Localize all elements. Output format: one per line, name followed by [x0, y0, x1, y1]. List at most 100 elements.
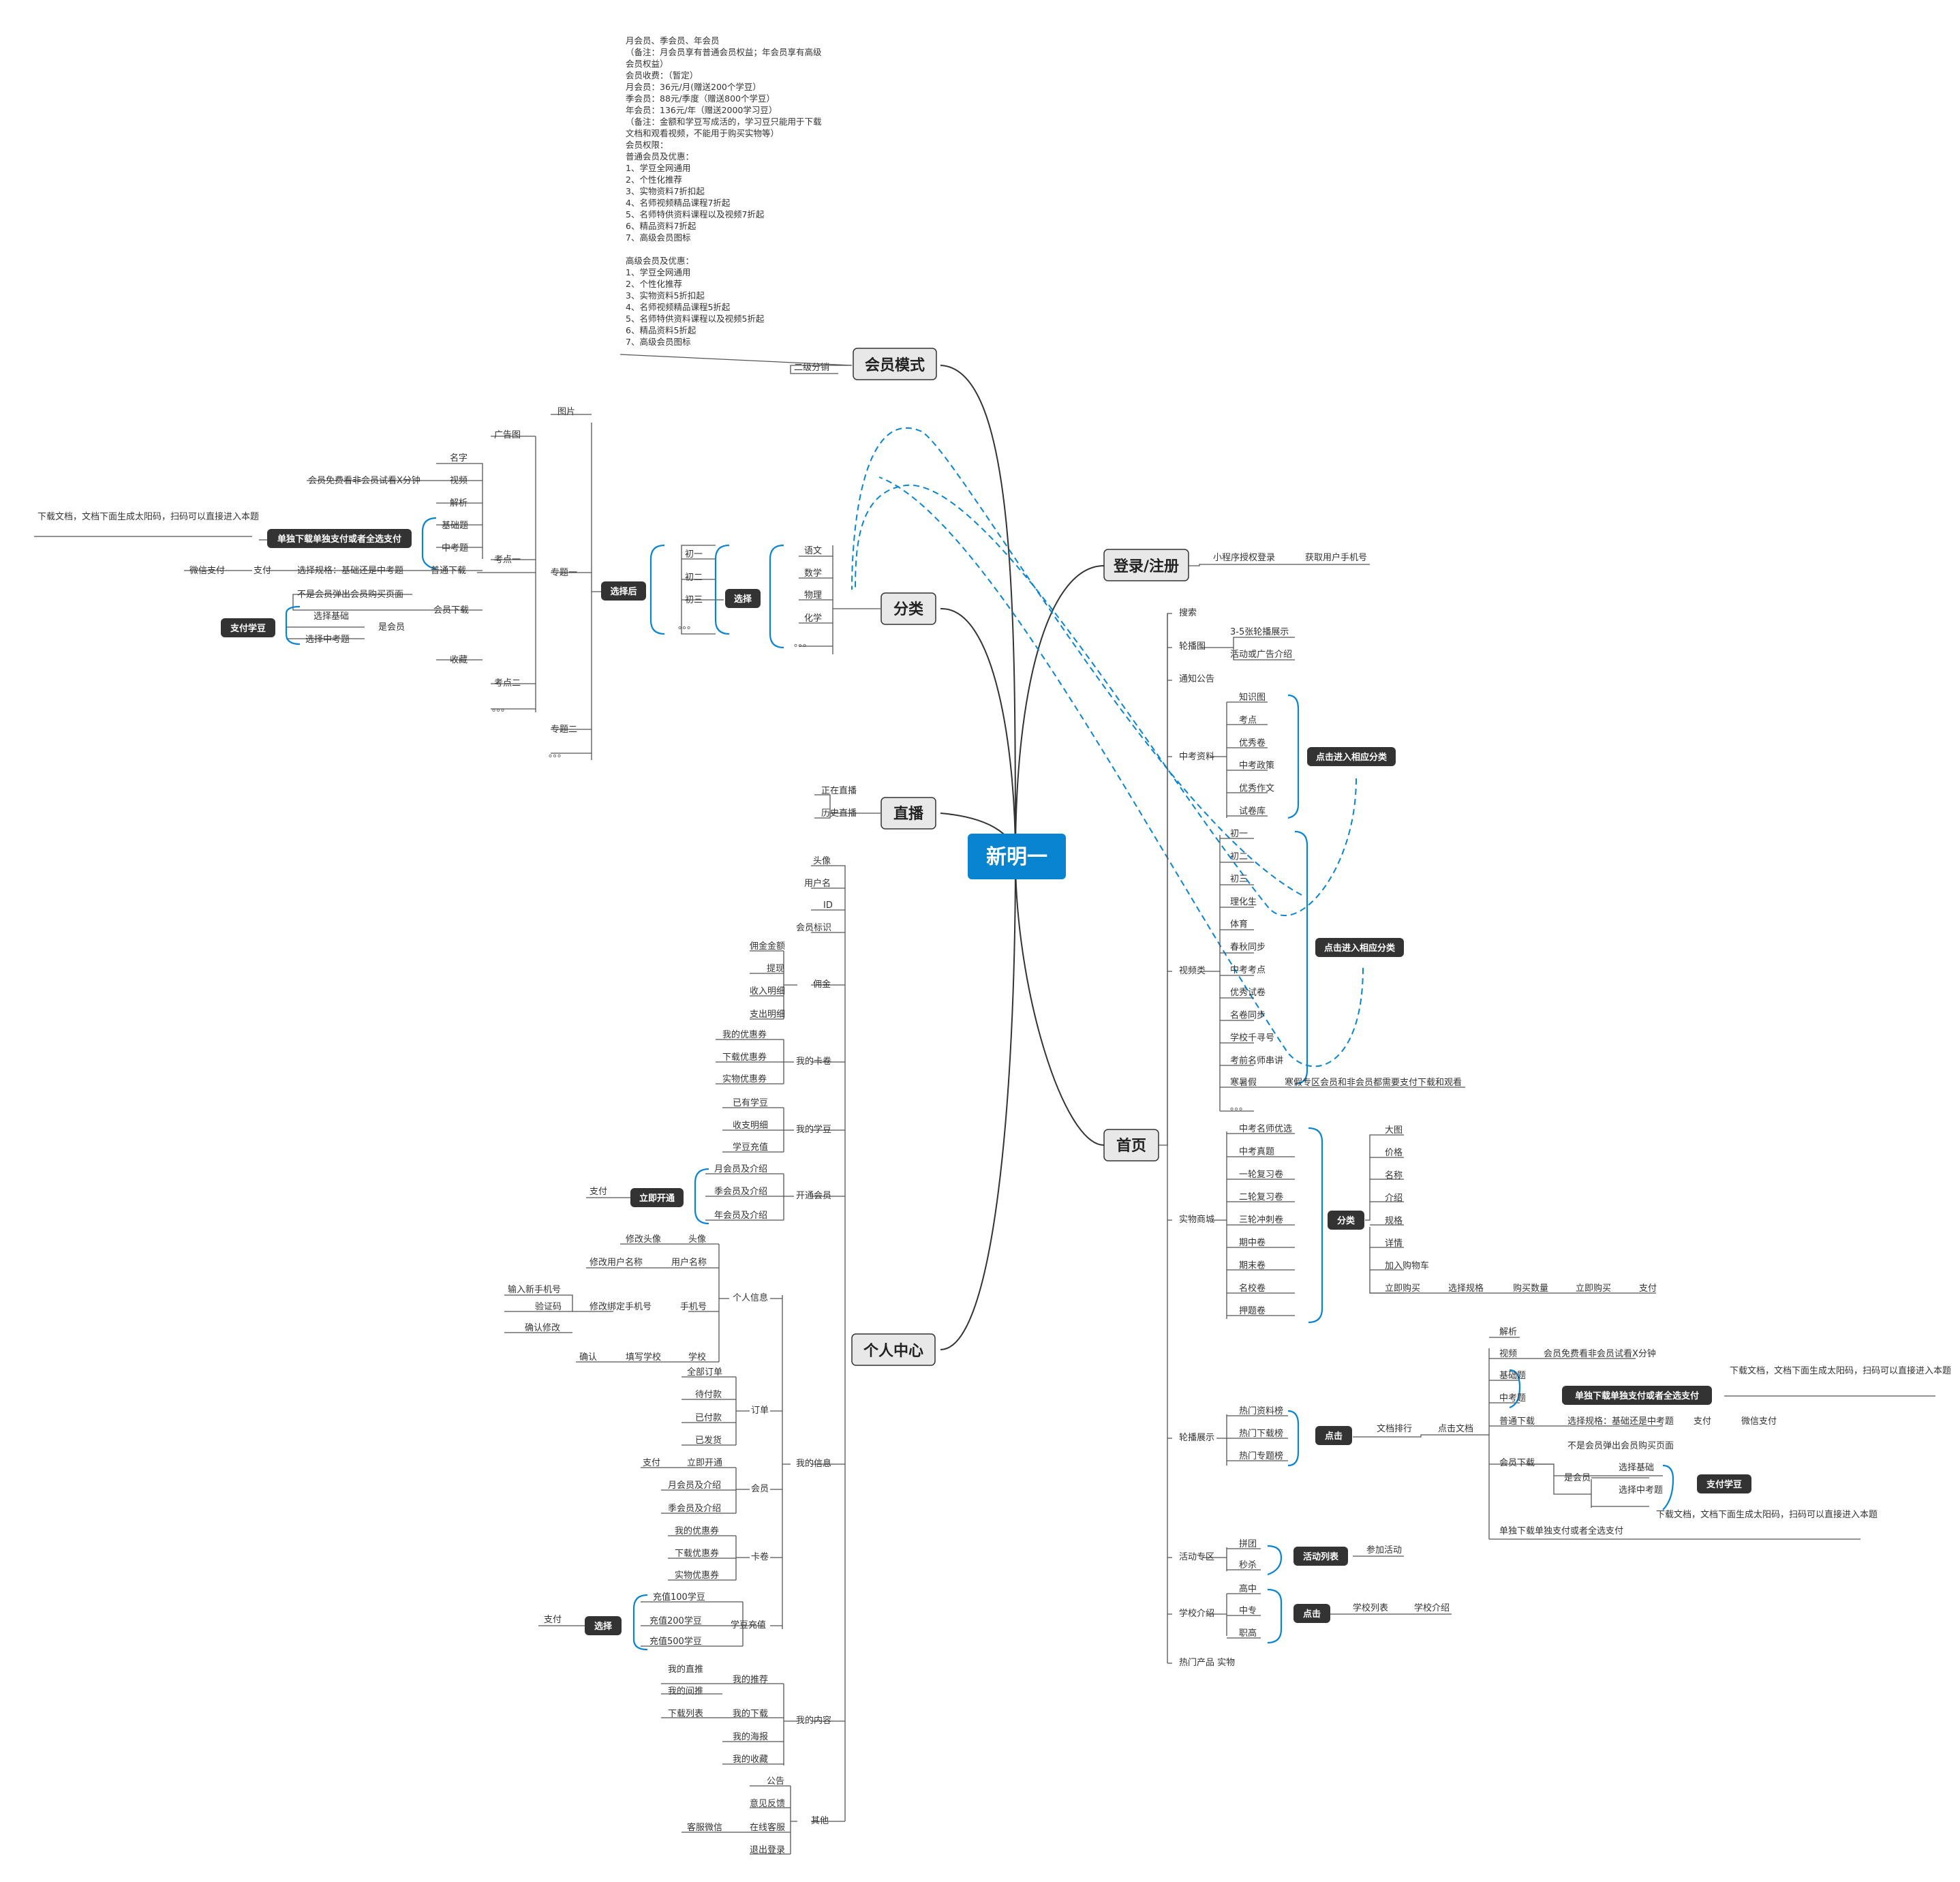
pc-change-username[interactable]: 修改用户名称 — [589, 1257, 643, 1268]
activity-group-buy[interactable]: 拼团 — [1239, 1539, 1257, 1549]
pc-school-confirm[interactable]: 确认 — [579, 1352, 597, 1363]
doc-single-2[interactable]: 单独下载单独支付或者全选支付 — [1499, 1526, 1623, 1536]
home-winter[interactable]: 寒暑假 — [1230, 1077, 1257, 1088]
pc-recharge-200[interactable]: 充值200学豆 — [649, 1615, 702, 1626]
classify-pill[interactable]: 分类 — [1328, 1211, 1364, 1230]
cat-choose-zhongkao[interactable]: 选择中考题 — [305, 635, 350, 645]
pc-coupons[interactable]: 我的卡卷 — [796, 1056, 831, 1067]
rank-item-2[interactable]: 热门下载榜 — [1239, 1428, 1283, 1439]
zk-item[interactable]: 试卷库 — [1239, 806, 1266, 817]
video-item[interactable]: 中考考点 — [1230, 965, 1266, 975]
mall-item[interactable]: 押题卷 — [1239, 1305, 1266, 1316]
doc-pay-beans-pill[interactable]: 支付学豆 — [1697, 1474, 1751, 1493]
live-history[interactable]: 历史直播 — [821, 808, 857, 819]
activity-flash-sale[interactable]: 秒杀 — [1239, 1560, 1257, 1570]
pc-logout[interactable]: 退出登录 — [750, 1845, 785, 1855]
video-item[interactable]: 初二 — [1230, 851, 1248, 862]
mall-item[interactable]: 二轮复习卷 — [1239, 1192, 1283, 1202]
school-vocational[interactable]: 职高 — [1239, 1628, 1257, 1639]
pc-download-list[interactable]: 下载列表 — [668, 1709, 703, 1719]
cat-pay-beans-pill[interactable]: 支付学豆 — [221, 618, 275, 637]
zk-item[interactable]: 优秀卷 — [1239, 738, 1266, 748]
pc-confirm-change[interactable]: 确认修改 — [525, 1323, 560, 1333]
pc-income[interactable]: 收入明细 — [750, 986, 785, 997]
school-intro[interactable]: 学校介绍 — [1414, 1603, 1450, 1613]
doc-zhongkao[interactable]: 中考题 — [1499, 1393, 1526, 1403]
mall-item[interactable]: 期末卷 — [1239, 1260, 1266, 1271]
buy-chain-item[interactable]: 立即购买 — [1576, 1283, 1611, 1294]
pc-member-year[interactable]: 年会员及介绍 — [714, 1211, 767, 1221]
subject-chinese[interactable]: 语文 — [804, 546, 822, 556]
pc-online-service[interactable]: 在线客服 — [750, 1822, 785, 1833]
home-rank-show[interactable]: 轮播展示 — [1179, 1433, 1214, 1443]
zk-item[interactable]: 知识图 — [1239, 692, 1266, 703]
doc-choose-zk[interactable]: 选择中考题 — [1619, 1485, 1663, 1496]
topic-category[interactable]: 分类 — [881, 592, 936, 625]
cat-video[interactable]: 视频 — [450, 476, 468, 486]
school-secondary[interactable]: 中专 — [1239, 1606, 1257, 1616]
topic-home[interactable]: 首页 — [1103, 1129, 1159, 1162]
doc-normal[interactable]: 普通下载 — [1499, 1416, 1535, 1427]
mall-item[interactable]: 一轮复习卷 — [1239, 1169, 1283, 1180]
pc-expense[interactable]: 支出明细 — [750, 1010, 785, 1020]
home-search[interactable]: 搜索 — [1179, 608, 1197, 618]
grade-2[interactable]: 初二 — [685, 573, 703, 583]
pc-beans[interactable]: 我的学豆 — [796, 1124, 831, 1135]
cat-member-download[interactable]: 会员下载 — [433, 605, 469, 616]
school-high[interactable]: 高中 — [1239, 1583, 1257, 1594]
mall-item[interactable]: 中考名师优选 — [1239, 1123, 1292, 1134]
school-list[interactable]: 学校列表 — [1353, 1603, 1388, 1613]
pc-beans-recharge[interactable]: 学豆充值 — [733, 1142, 768, 1153]
doc-analysis[interactable]: 解析 — [1499, 1327, 1517, 1337]
pc-indirect-recommend[interactable]: 我的间推 — [668, 1686, 703, 1697]
product-item[interactable]: 介绍 — [1385, 1194, 1403, 1204]
pc-coupon-download[interactable]: 下载优惠券 — [722, 1052, 767, 1063]
doc-choose-basic[interactable]: 选择基础 — [1619, 1463, 1654, 1473]
doc-video[interactable]: 视频 — [1499, 1349, 1517, 1359]
pc-member-pay[interactable]: 支付 — [643, 1458, 660, 1468]
live-now[interactable]: 正在直播 — [821, 786, 857, 796]
activity-join[interactable]: 参加活动 — [1366, 1545, 1402, 1555]
pc-open-member[interactable]: 开通会员 — [796, 1191, 831, 1201]
topic-2[interactable]: 专题二 — [551, 725, 577, 735]
topic-1[interactable]: 专题一 — [551, 568, 577, 578]
video-item[interactable]: 体育 — [1230, 919, 1248, 930]
product-item[interactable]: 名称 — [1385, 1170, 1403, 1181]
product-item[interactable]: 详情 — [1385, 1239, 1403, 1249]
doc-wechat[interactable]: 微信支付 — [1741, 1416, 1777, 1427]
pc-recommend[interactable]: 我的推荐 — [733, 1674, 768, 1685]
video-item[interactable]: 名卷同步 — [1230, 1010, 1266, 1020]
home-hot-products[interactable]: 热门产品 实物 — [1179, 1658, 1235, 1668]
home-zk-material[interactable]: 中考资料 — [1179, 752, 1214, 762]
pc-recharge[interactable]: 学豆充值 — [731, 1620, 766, 1630]
rank-item-1[interactable]: 热门资料榜 — [1239, 1406, 1283, 1416]
root-node[interactable]: 新明一 — [968, 834, 1066, 879]
pc-recharge-500[interactable]: 充值500学豆 — [649, 1636, 702, 1647]
home-mall[interactable]: 实物商城 — [1179, 1215, 1214, 1225]
product-item[interactable]: 价格 — [1385, 1147, 1403, 1158]
cat-wechat-pay[interactable]: 微信支付 — [189, 566, 225, 576]
cat-normal-download[interactable]: 普通下载 — [431, 566, 466, 576]
video-item[interactable]: 初三 — [1230, 875, 1248, 885]
pc-orders-shipped[interactable]: 已发货 — [695, 1435, 722, 1446]
after-select-pill[interactable]: 选择后 — [601, 581, 646, 601]
activity-list-pill[interactable]: 活动列表 — [1293, 1547, 1348, 1566]
doc-single-download-pill[interactable]: 单独下载单独支付或者全选支付 — [1562, 1386, 1712, 1405]
pc-other[interactable]: 其他 — [811, 1816, 829, 1826]
pc-member-open[interactable]: 立即开通 — [687, 1458, 722, 1468]
click-pill-rank[interactable]: 点击 — [1315, 1426, 1352, 1445]
video-item[interactable]: 优秀试卷 — [1230, 987, 1266, 998]
pc-personal-info[interactable]: 个人信息 — [733, 1292, 768, 1303]
product-item[interactable]: 加入购物车 — [1385, 1260, 1429, 1271]
zk-item[interactable]: 中考政策 — [1239, 760, 1274, 771]
pc-avatar[interactable]: 头像 — [813, 856, 831, 866]
subject-chemistry[interactable]: 化学 — [804, 613, 822, 624]
pc-feedback[interactable]: 意见反馈 — [750, 1798, 785, 1809]
topic-membership[interactable]: 会员模式 — [853, 348, 937, 380]
pc-notice[interactable]: 公告 — [767, 1776, 784, 1787]
pc-card-goods[interactable]: 实物优惠券 — [675, 1570, 719, 1581]
pc-member-month[interactable]: 月会员及介绍 — [714, 1164, 767, 1174]
pc-fill-school[interactable]: 填写学校 — [626, 1352, 661, 1363]
pc-orders-paid[interactable]: 已付款 — [695, 1413, 722, 1423]
cat-choose-basic[interactable]: 选择基础 — [313, 611, 349, 622]
